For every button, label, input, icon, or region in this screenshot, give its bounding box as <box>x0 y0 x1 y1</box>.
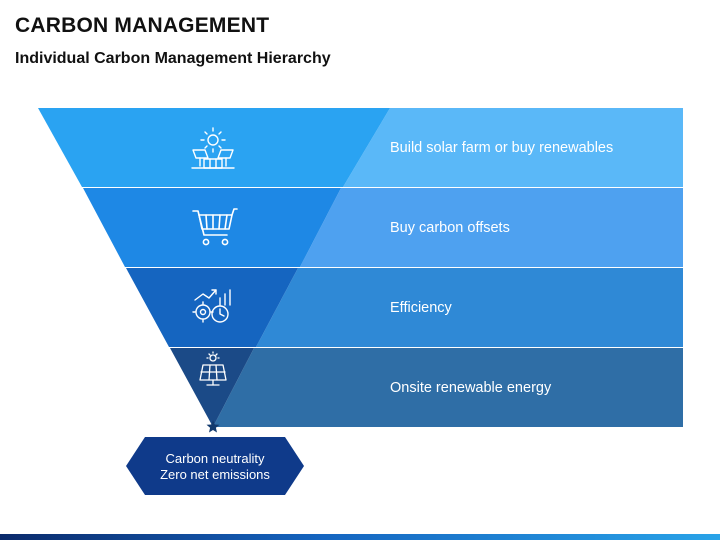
page-subtitle: Individual Carbon Management Hierarchy <box>15 50 331 67</box>
funnel-segment-4 <box>170 348 254 427</box>
tier-label-4: Onsite renewable energy <box>390 380 552 396</box>
funnel-segment-2 <box>83 188 341 267</box>
tier-label-1: Build solar farm or buy renewables <box>390 140 614 156</box>
tier-label-2: Buy carbon offsets <box>390 220 510 236</box>
tier-label-3: Efficiency <box>390 300 452 316</box>
shopping-cart-icon <box>192 208 238 246</box>
page-title: CARBON MANAGEMENT <box>15 14 270 37</box>
footer-accent-bar <box>0 534 720 540</box>
tier-band-2 <box>300 188 683 267</box>
efficiency-gears-icon <box>192 289 231 323</box>
funnel-segment-1 <box>38 108 390 187</box>
carbon-neutrality-base-shape <box>126 437 304 495</box>
base-text: Carbon neutrality Zero net emissions <box>127 451 303 483</box>
funnel-segment-3 <box>126 268 298 347</box>
solar-farm-icon <box>191 127 235 169</box>
tier-band-4 <box>213 348 683 427</box>
base-line-2: Zero net emissions <box>160 467 270 482</box>
tier-band-1 <box>343 108 683 187</box>
solar-panel-icon <box>199 351 227 386</box>
tier-band-3 <box>256 268 683 347</box>
base-line-1: Carbon neutrality <box>165 451 265 466</box>
funnel-tip-star-icon <box>206 420 220 433</box>
